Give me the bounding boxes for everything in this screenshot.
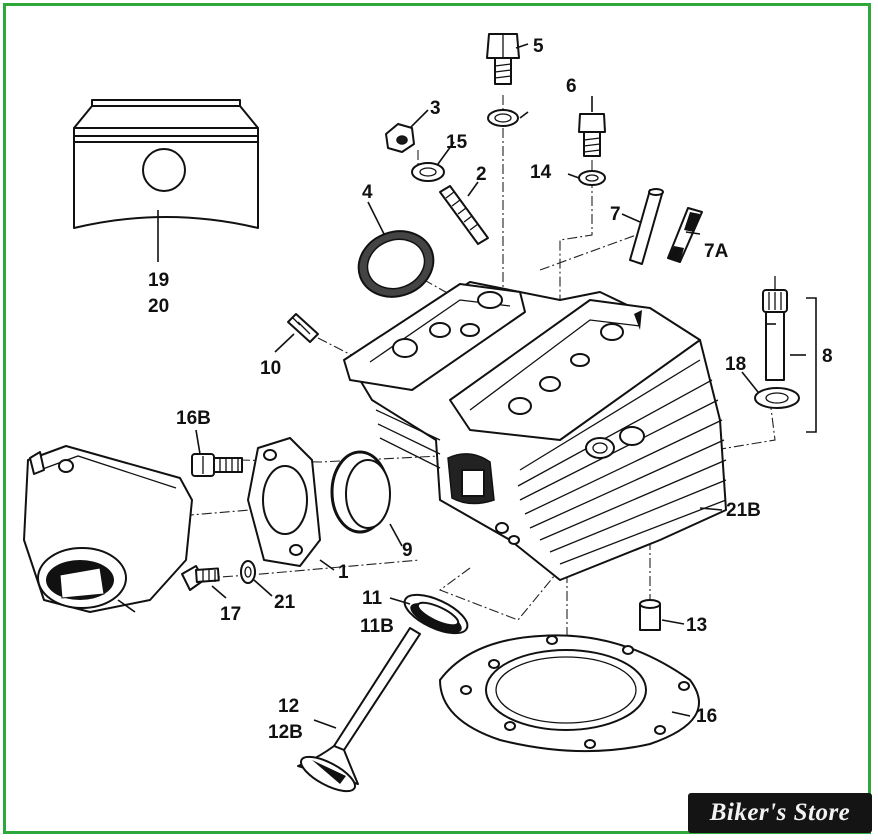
bolt-8-part xyxy=(754,276,817,433)
label-part-20: 20 xyxy=(148,296,169,317)
label-part-15: 15 xyxy=(446,132,468,153)
label-part-2: 2 xyxy=(476,164,487,185)
leader-lines xyxy=(195,43,806,729)
valve-seat-part xyxy=(403,593,469,635)
label-part-11b: 11B xyxy=(360,616,394,637)
label-part-4: 4 xyxy=(362,182,373,203)
cylinder-head-part xyxy=(343,281,727,581)
gasket-4-part xyxy=(357,230,435,298)
dowel-13-part xyxy=(639,599,661,631)
part-labels: 5 6 3 15 2 14 4 7 7A 19 20 8 18 10 16B 2… xyxy=(148,36,833,743)
label-part-13: 13 xyxy=(686,615,707,636)
green-frame xyxy=(3,3,871,834)
bolt-5-part xyxy=(486,33,520,127)
dowel-10-part xyxy=(287,313,319,343)
label-part-14: 14 xyxy=(530,162,552,183)
label-part-3: 3 xyxy=(430,98,441,119)
stud-nut-group xyxy=(385,123,489,245)
label-part-8: 8 xyxy=(822,346,833,367)
label-part-10: 10 xyxy=(260,358,281,379)
valve-part xyxy=(297,627,421,793)
label-part-16: 16 xyxy=(696,706,717,727)
label-part-9: 9 xyxy=(402,540,413,561)
label-part-12b: 12B xyxy=(268,722,303,743)
label-part-5: 5 xyxy=(533,36,544,57)
flange-1-part xyxy=(247,437,321,567)
bolt-6-part xyxy=(578,113,606,186)
label-part-21b: 21B xyxy=(726,500,761,521)
label-part-18: 18 xyxy=(725,354,746,375)
valve-guide-part xyxy=(629,188,703,265)
watermark-text: Biker's Store xyxy=(709,799,851,826)
label-part-7: 7 xyxy=(610,204,621,225)
watermark-logo: Biker's Store xyxy=(688,793,872,833)
piston-part xyxy=(73,99,259,262)
intake-manifold-part xyxy=(23,445,193,613)
label-part-21: 21 xyxy=(274,592,296,613)
label-part-12: 12 xyxy=(278,696,299,717)
label-part-7a: 7A xyxy=(704,241,729,262)
label-part-16b: 16B xyxy=(176,408,211,429)
label-part-1: 1 xyxy=(338,562,349,583)
head-gasket-part xyxy=(439,634,700,753)
seal-9-part xyxy=(330,450,391,534)
label-part-17: 17 xyxy=(220,604,241,625)
screw-16b-part xyxy=(191,453,243,477)
bolt-17-part xyxy=(181,560,256,591)
label-part-11: 11 xyxy=(362,588,383,609)
label-part-6: 6 xyxy=(566,76,577,97)
label-part-19: 19 xyxy=(148,270,169,291)
